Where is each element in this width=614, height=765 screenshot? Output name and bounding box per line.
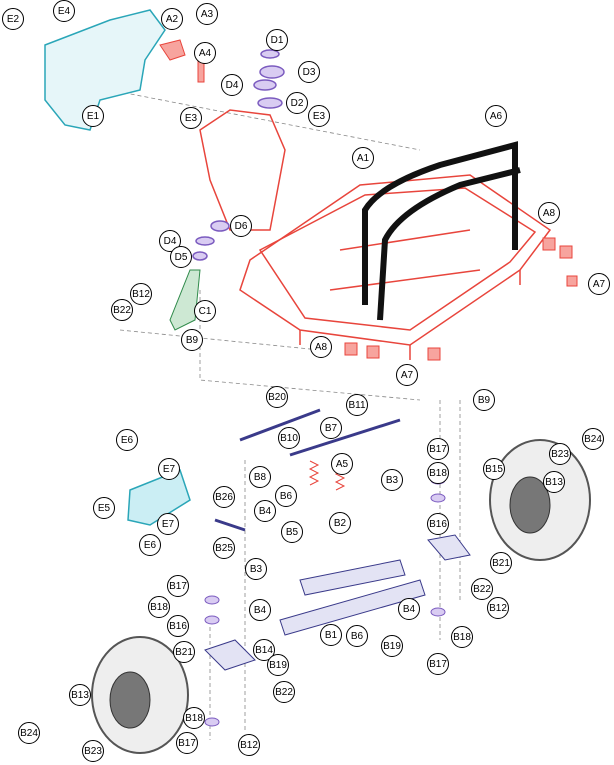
callout-b10: B10 <box>278 427 300 449</box>
callout-a7: A7 <box>588 273 610 295</box>
callout-b3: B3 <box>381 469 403 491</box>
spindle-right <box>427 534 471 561</box>
axle-beam <box>279 559 426 636</box>
callout-d5: D5 <box>170 246 192 268</box>
callout-b3: B3 <box>245 558 267 580</box>
callout-b8: B8 <box>249 466 271 488</box>
callout-b20: B20 <box>266 386 288 408</box>
callout-a3: A3 <box>196 3 218 25</box>
steering-column <box>169 269 201 331</box>
callout-d2: D2 <box>286 92 308 114</box>
callout-b23: B23 <box>549 443 571 465</box>
callout-b5: B5 <box>281 521 303 543</box>
callout-e1: E1 <box>82 105 104 127</box>
callout-b12: B12 <box>238 734 260 756</box>
wheel-left <box>91 636 189 754</box>
callout-b17: B17 <box>427 438 449 460</box>
callout-b12: B12 <box>487 597 509 619</box>
callout-b24: B24 <box>18 722 40 744</box>
red-parts <box>159 39 578 491</box>
callout-b2: B2 <box>329 512 351 534</box>
callout-a5: A5 <box>331 453 353 475</box>
callout-b17: B17 <box>427 653 449 675</box>
callout-b7: B7 <box>320 417 342 439</box>
bearings <box>192 49 285 261</box>
rear-shroud <box>44 9 166 131</box>
rods <box>214 408 401 532</box>
callout-b18: B18 <box>183 707 205 729</box>
callout-b17: B17 <box>176 732 198 754</box>
callout-e5: E5 <box>93 497 115 519</box>
wheel-right <box>489 439 591 561</box>
callout-b23: B23 <box>82 740 104 762</box>
seat-straps <box>362 141 521 321</box>
callout-b21: B21 <box>490 552 512 574</box>
callout-d3: D3 <box>298 61 320 83</box>
callout-b18: B18 <box>451 626 473 648</box>
callout-b16: B16 <box>427 513 449 535</box>
callout-b26: B26 <box>213 486 235 508</box>
callout-e7: E7 <box>158 458 180 480</box>
callout-e3: E3 <box>180 107 202 129</box>
callout-e3: E3 <box>308 105 330 127</box>
callout-e6: E6 <box>139 534 161 556</box>
callout-a1: A1 <box>352 147 374 169</box>
callout-b17: B17 <box>167 575 189 597</box>
callout-b22: B22 <box>273 681 295 703</box>
spindle-left <box>204 639 256 671</box>
callout-b14: B14 <box>253 639 275 661</box>
callout-b4: B4 <box>254 500 276 522</box>
callout-a8: A8 <box>310 336 332 358</box>
callout-b21: B21 <box>173 641 195 663</box>
callout-a8: A8 <box>538 202 560 224</box>
callout-b19: B19 <box>267 654 289 676</box>
callout-b4: B4 <box>398 598 420 620</box>
callout-b25: B25 <box>213 537 235 559</box>
callout-e6: E6 <box>116 429 138 451</box>
callout-a4: A4 <box>194 42 216 64</box>
callout-b18: B18 <box>427 462 449 484</box>
callout-b9: B9 <box>181 329 203 351</box>
callout-b4: B4 <box>249 599 271 621</box>
callout-b11: B11 <box>346 394 368 416</box>
callout-b22: B22 <box>471 578 493 600</box>
callout-b22: B22 <box>111 299 133 321</box>
callout-b18: B18 <box>148 596 170 618</box>
callout-d6: D6 <box>230 215 252 237</box>
callout-b24: B24 <box>582 428 604 450</box>
callout-b1: B1 <box>320 624 342 646</box>
callout-b12: B12 <box>130 283 152 305</box>
callout-b15: B15 <box>483 458 505 480</box>
callout-b6: B6 <box>275 485 297 507</box>
callout-b13: B13 <box>543 471 565 493</box>
callout-b13: B13 <box>69 684 91 706</box>
callout-d4: D4 <box>221 74 243 96</box>
callout-b6: B6 <box>346 625 368 647</box>
callout-c1: C1 <box>194 300 216 322</box>
callout-a6: A6 <box>485 105 507 127</box>
callout-e2: E2 <box>2 8 24 30</box>
callout-e7: E7 <box>157 513 179 535</box>
callout-b16: B16 <box>167 615 189 637</box>
callout-b9: B9 <box>473 389 495 411</box>
callout-a7: A7 <box>396 364 418 386</box>
callout-b19: B19 <box>381 635 403 657</box>
callout-a2: A2 <box>161 8 183 30</box>
callout-e4: E4 <box>53 0 75 22</box>
callout-d1: D1 <box>266 29 288 51</box>
